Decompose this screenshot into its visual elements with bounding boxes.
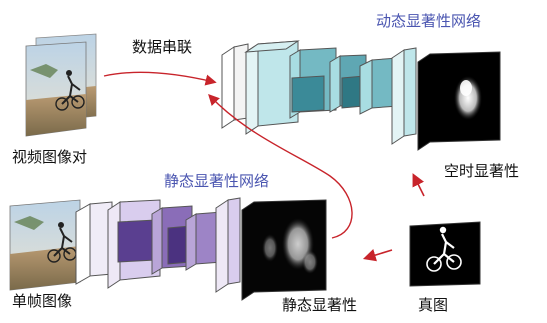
arrow-video-to-dynamic (103, 71, 217, 86)
label-single-frame: 单帧图像 (12, 292, 73, 310)
static-saliency-map (241, 199, 327, 301)
cyclist-silhouette-icon (426, 226, 462, 272)
dynamic-network (221, 40, 501, 151)
single-frame-image (9, 199, 81, 291)
arrow-gt-to-static (362, 249, 393, 262)
spatiotemporal-saliency-map (417, 51, 501, 151)
arrow-gt-to-spatiotemporal (412, 173, 425, 197)
label-data-concat: 数据串联 (132, 38, 193, 56)
label-ground-truth: 真图 (418, 296, 449, 314)
label-spatiotemporal-saliency: 空时显著性 (444, 162, 520, 180)
ground-truth-map (409, 221, 481, 287)
cyclist-figure-icon (47, 222, 77, 263)
arrow-static-to-concat (208, 93, 353, 239)
video-frame-front (25, 41, 87, 137)
label-dynamic-network: 动态显著性网络 (376, 12, 482, 30)
cyclist-figure-icon (55, 70, 85, 111)
label-video-pair: 视频图像对 (12, 148, 88, 166)
static-network (75, 197, 327, 301)
label-static-network: 静态显著性网络 (164, 172, 270, 190)
label-static-saliency: 静态显著性 (282, 296, 358, 314)
